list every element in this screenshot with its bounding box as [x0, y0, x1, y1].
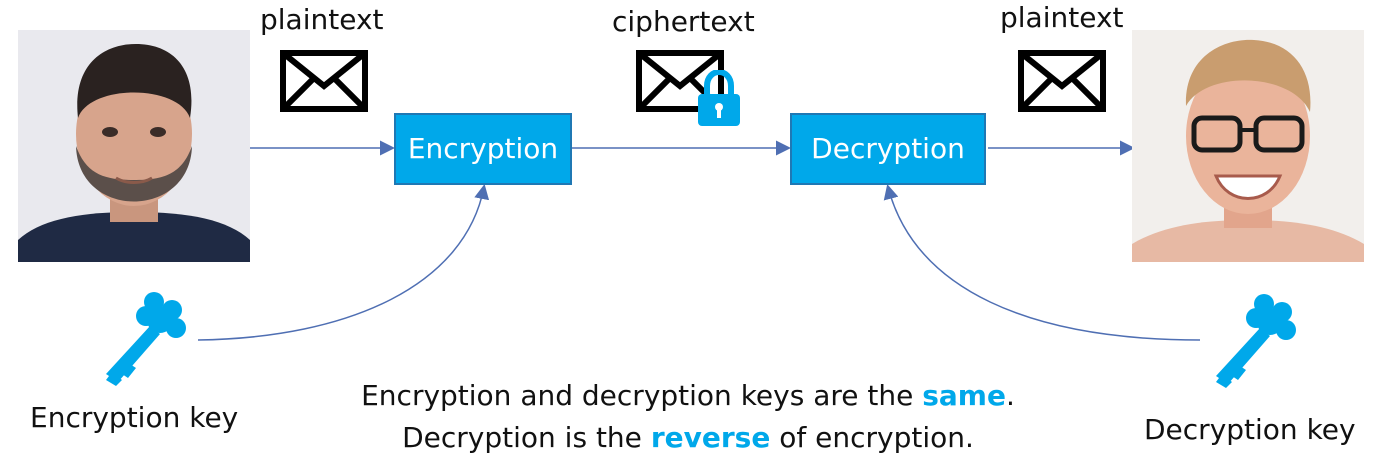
- encryption-key-arrow: [197, 184, 490, 341]
- padlock-icon: [696, 70, 742, 128]
- encryption-key-label: Encryption key: [30, 401, 239, 434]
- decryption-key-label: Decryption key: [1144, 413, 1356, 446]
- envelope-icon: [1018, 50, 1106, 112]
- decryption-box: Decryption: [790, 113, 986, 185]
- summary-highlight-same: same: [922, 379, 1006, 412]
- plaintext-label-right: plaintext: [1000, 1, 1124, 34]
- envelope-icon: [280, 50, 368, 112]
- key-icon: [1208, 292, 1300, 388]
- decryption-key-arrow: [883, 184, 1201, 341]
- receiver-photo: [1132, 30, 1364, 262]
- plaintext-label-left: plaintext: [260, 3, 384, 36]
- sender-photo: [18, 30, 250, 262]
- encryption-box: Encryption: [394, 113, 572, 185]
- summary-line-2: Decryption is the reverse of encryption.: [0, 424, 1376, 452]
- summary-line-1-text: Encryption and decryption keys are the: [361, 379, 923, 412]
- summary-line-1: Encryption and decryption keys are the s…: [0, 382, 1376, 410]
- summary-line-2-end: of encryption.: [770, 421, 974, 454]
- summary-highlight-reverse: reverse: [650, 421, 771, 454]
- summary-line-2-text: Decryption is the: [402, 421, 651, 454]
- key-icon: [98, 290, 190, 386]
- ciphertext-label: ciphertext: [612, 5, 755, 38]
- summary-line-1-end: .: [1005, 379, 1015, 412]
